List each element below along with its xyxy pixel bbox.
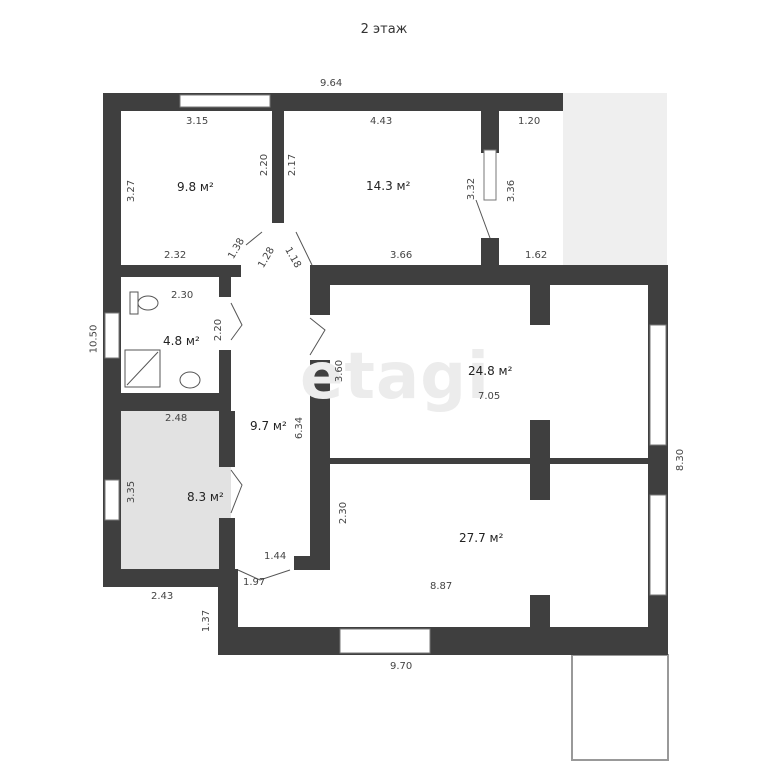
room-left-lower-fill	[121, 411, 231, 569]
dim-bath-bottom: 2.48	[165, 413, 188, 424]
dim-r1-bottom: 2.32	[164, 250, 187, 261]
dim-r3-top: 1.20	[518, 116, 541, 127]
area-room-right-upper: 24.8 м²	[468, 364, 513, 378]
dim-hall-door: 1.97	[243, 577, 266, 588]
walls	[103, 93, 668, 655]
dim-r3-bottom: 1.62	[525, 250, 548, 261]
dim-r7-width: 8.87	[430, 581, 453, 592]
doors	[230, 199, 491, 581]
dim-r4-left: 3.60	[334, 359, 346, 383]
dim-r1-top: 3.15	[186, 116, 209, 127]
dim-step-left: 1.37	[201, 609, 213, 633]
dim-r1-left: 3.27	[126, 179, 138, 203]
dim-r1-right: 2.20	[259, 153, 271, 177]
dim-r2-left: 2.17	[287, 153, 299, 177]
balcony-area	[563, 93, 667, 265]
dim-r3-left: 3.36	[506, 179, 518, 203]
dim-hall-len: 6.34	[294, 416, 306, 440]
floor-title: 2 этаж	[360, 22, 408, 37]
dim-right-total: 8.30	[675, 448, 687, 472]
bathroom-fixtures	[124, 291, 201, 389]
area-room-top-left: 9.8 м²	[177, 180, 214, 194]
dim-bottom-total: 9.70	[390, 661, 413, 672]
dim-r6-bottom: 2.43	[151, 591, 174, 602]
area-room-right-lower: 27.7 м²	[459, 531, 504, 545]
windows	[104, 94, 667, 654]
dim-r4-width: 7.05	[478, 391, 501, 402]
watermark-logo: etagi	[300, 340, 490, 414]
dim-r2-bottom: 3.66	[390, 250, 413, 261]
dim-left-total: 10.50	[88, 324, 100, 354]
dim-top-total: 9.64	[320, 78, 343, 89]
dim-r6-left: 3.35	[126, 480, 138, 504]
dim-bath-right: 2.20	[213, 318, 225, 342]
area-room-left-lower: 8.3 м²	[187, 490, 224, 504]
area-bathroom: 4.8 м²	[163, 334, 200, 348]
dim-bath-top: 2.30	[171, 290, 194, 301]
dim-r7-left: 2.30	[338, 501, 350, 525]
area-room-top-middle: 14.3 м²	[366, 179, 411, 193]
dim-r2-right: 3.32	[466, 177, 478, 201]
lower-balcony	[571, 654, 669, 761]
dim-r2-top: 4.43	[370, 116, 393, 127]
area-hallway: 9.7 м²	[250, 419, 287, 433]
dim-hall-bottom: 1.44	[264, 551, 287, 562]
